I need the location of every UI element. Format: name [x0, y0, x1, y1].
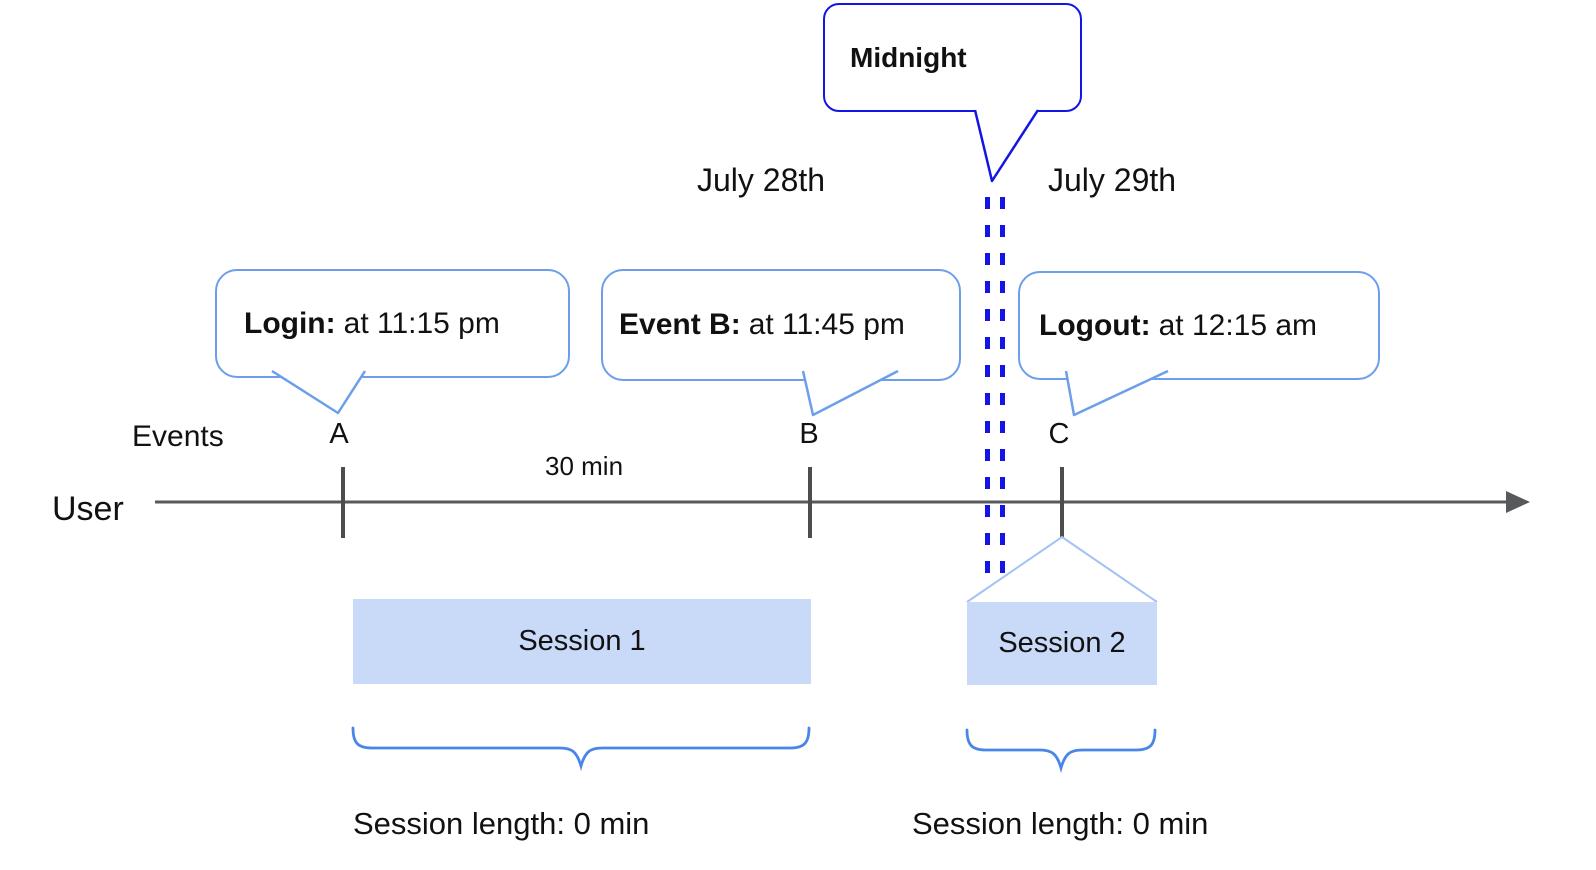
session-1-label: Session 1	[518, 625, 646, 657]
session-2-box: Session 2	[967, 602, 1157, 685]
event-mark-b: B	[799, 418, 819, 450]
event-b-callout: Event B: at 11:45 pm	[601, 269, 961, 381]
midnight-label: Midnight	[850, 41, 967, 73]
session-1-brace	[351, 726, 811, 772]
login-callout-label: Login:	[244, 306, 336, 340]
midnight-callout: Midnight	[823, 3, 1082, 112]
session-2-label: Session 2	[998, 627, 1126, 659]
login-callout: Login: at 11:15 pm	[215, 269, 570, 378]
date-label-july-29: July 29th	[1048, 162, 1177, 198]
event-b-callout-label: Event B:	[619, 308, 741, 341]
timeline-arrowhead-icon	[1506, 491, 1530, 513]
event-mark-a: A	[329, 418, 349, 450]
session-1-length-label: Session length: 0 min	[353, 806, 650, 841]
user-row-label: User	[52, 490, 124, 528]
events-row-label: Events	[132, 420, 224, 453]
session-1-box: Session 1	[353, 599, 811, 684]
login-callout-text: at 11:15 pm	[343, 306, 500, 340]
event-mark-c: C	[1048, 418, 1070, 450]
session-2-brace	[965, 728, 1157, 774]
session-2-connector	[966, 535, 1158, 603]
midnight-callout-tail	[973, 109, 1040, 183]
logout-callout-text: at 12:15 am	[1158, 308, 1318, 342]
date-label-july-28: July 28th	[697, 162, 826, 198]
logout-callout-label: Logout:	[1039, 308, 1151, 342]
logout-callout: Logout: at 12:15 am	[1018, 271, 1380, 380]
session-2-length-label: Session length: 0 min	[912, 806, 1209, 841]
event-b-callout-text: at 11:45 pm	[748, 308, 905, 341]
interval-label-30min: 30 min	[545, 451, 624, 481]
